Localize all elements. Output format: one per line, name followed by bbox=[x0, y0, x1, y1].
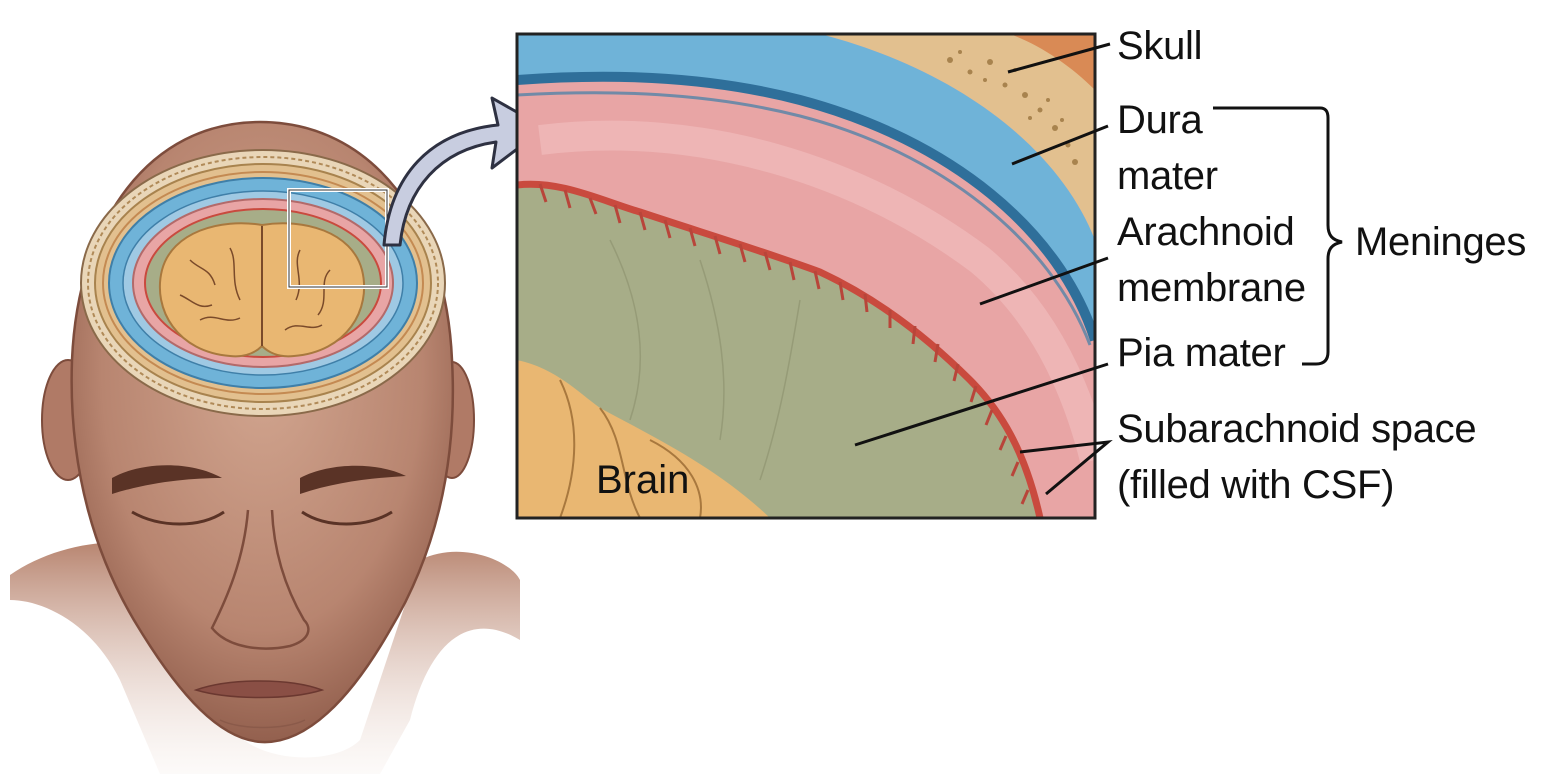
leader-lines bbox=[854, 42, 1343, 496]
skull-leader bbox=[1007, 42, 1111, 74]
dura-label-line2: mater bbox=[1117, 154, 1218, 198]
head-illustration bbox=[10, 96, 547, 774]
brain-label: Brain bbox=[596, 458, 689, 502]
pia-leader bbox=[854, 362, 1109, 447]
pia-label: Pia mater bbox=[1117, 331, 1286, 375]
inset-magnified-view bbox=[515, 32, 1097, 520]
right-eyebrow bbox=[300, 465, 406, 494]
right-eye bbox=[301, 510, 393, 526]
mouth bbox=[193, 680, 325, 699]
pia-fringe bbox=[517, 180, 1044, 518]
dura-leader bbox=[1011, 124, 1109, 166]
skull-label: Skull bbox=[1117, 24, 1203, 68]
meninges-label: Meninges bbox=[1355, 220, 1527, 264]
arachnoid-label-line2: membrane bbox=[1117, 266, 1306, 310]
inset-frame bbox=[515, 32, 1097, 520]
meninges-brace bbox=[1213, 106, 1343, 366]
dura-label-line1: Dura bbox=[1117, 98, 1203, 142]
arachnoid-leader bbox=[979, 256, 1109, 306]
brain-tissue bbox=[517, 360, 770, 518]
left-eye bbox=[131, 510, 225, 526]
subarachnoid-leader bbox=[1019, 439, 1113, 496]
skull-layer bbox=[820, 34, 1095, 240]
left-eyebrow bbox=[112, 465, 222, 494]
arachnoid-label-line1: Arachnoid bbox=[1117, 210, 1295, 254]
nose bbox=[210, 509, 310, 650]
subarachnoid-label-line2: (filled with CSF) bbox=[1117, 463, 1395, 507]
dura-layer bbox=[517, 34, 1095, 340]
subarachnoid-label-line1: Subarachnoid space bbox=[1117, 407, 1477, 451]
